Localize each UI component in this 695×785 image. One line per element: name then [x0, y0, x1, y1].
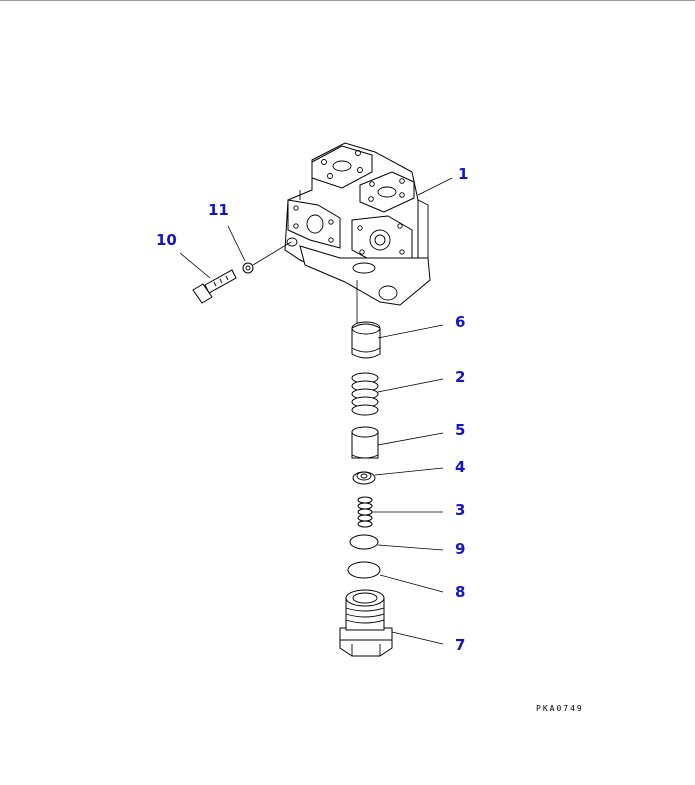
part-6-piston [351, 321, 381, 359]
part-4-retainer [352, 471, 376, 485]
callout-7: 7 [455, 636, 465, 654]
axis-line-washer-to-body [252, 241, 292, 266]
leader-8 [379, 574, 444, 593]
part-9-o-ring [349, 534, 379, 550]
part-11-washer [242, 262, 254, 274]
part-5-sleeve [351, 426, 379, 459]
part-7-plug [339, 589, 393, 657]
leader-7 [391, 631, 444, 645]
callout-9: 9 [455, 540, 465, 558]
callout-11: 11 [208, 201, 229, 219]
part-1-valve-body [284, 142, 431, 306]
callout-3: 3 [455, 501, 465, 519]
leader-10 [179, 252, 211, 279]
callout-6: 6 [455, 313, 465, 331]
callout-10: 10 [156, 231, 177, 249]
part-3-small-spring [357, 496, 373, 528]
callout-2: 2 [455, 368, 465, 386]
leader-2 [377, 378, 444, 393]
leader-1 [417, 177, 453, 196]
leader-9 [377, 544, 444, 551]
part-8-o-ring [347, 561, 381, 579]
drawing-code: PKA0749 [536, 704, 584, 713]
leader-6 [377, 324, 444, 339]
part-10-bolt [192, 269, 237, 304]
callout-1: 1 [458, 165, 468, 183]
part-2-large-spring [351, 372, 379, 416]
leader-4 [374, 467, 444, 476]
callout-8: 8 [455, 583, 465, 601]
leader-5 [377, 432, 444, 446]
callout-4: 4 [455, 458, 465, 476]
leader-11 [227, 225, 246, 262]
callout-5: 5 [455, 421, 465, 439]
top-border-line [0, 0, 695, 1]
